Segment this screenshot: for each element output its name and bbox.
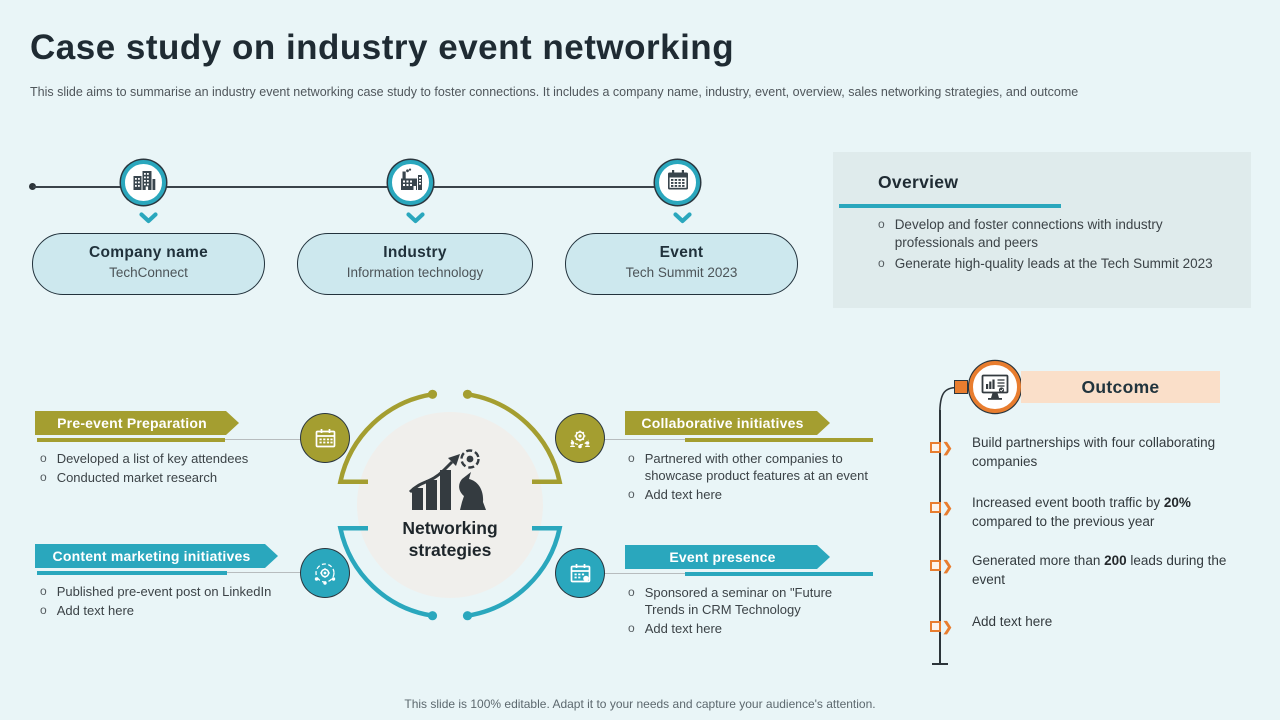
banner-underline xyxy=(37,438,225,442)
overview-bullet: Generate high-quality leads at the Tech … xyxy=(878,255,1228,273)
factory-icon xyxy=(398,167,424,198)
chevron-down-icon xyxy=(406,212,425,224)
banner-content-marketing-initiatives: Content marketing initiatives xyxy=(35,544,278,568)
timeline-card-company: Company name TechConnect xyxy=(32,233,265,295)
event-presence-bullets: Sponsored a seminar on "Future Trends in… xyxy=(628,584,863,639)
hub-label: Networking strategies xyxy=(402,518,498,560)
chevron-down-icon xyxy=(673,212,692,224)
timeline-card-industry: Industry Information technology xyxy=(297,233,533,295)
overview-heading: Overview xyxy=(878,172,959,192)
collaboration-icon xyxy=(556,414,604,462)
timeline-start-dot xyxy=(29,183,36,190)
arrow-marker-icon: ❯ xyxy=(930,559,953,572)
outcome-heading: Outcome xyxy=(1021,371,1220,403)
timeline-line xyxy=(33,186,683,188)
timeline-node-company xyxy=(121,160,166,205)
connector-line xyxy=(604,439,685,440)
calendar-icon xyxy=(665,167,691,198)
connector-line xyxy=(225,439,303,440)
banner-underline xyxy=(685,438,873,442)
content-marketing-bullets: Published pre-event post on LinkedIn Add… xyxy=(40,583,330,621)
building-icon xyxy=(131,167,157,198)
banner-underline xyxy=(685,572,873,576)
outcome-connector xyxy=(954,380,968,394)
timeline-node-industry xyxy=(388,160,433,205)
report-monitor-icon xyxy=(969,361,1021,413)
growth-strategy-icon xyxy=(404,446,496,517)
card-value: Tech Summit 2023 xyxy=(625,265,738,280)
overview-panel: Overview Develop and foster connections … xyxy=(833,152,1251,308)
timeline-card-event: Event Tech Summit 2023 xyxy=(565,233,798,295)
page-title: Case study on industry event networking xyxy=(30,28,735,67)
outcome-item: Build partnerships with four collaborati… xyxy=(972,435,1216,469)
card-value: Information technology xyxy=(346,265,484,280)
page-subtitle: This slide aims to summarise an industry… xyxy=(30,85,1079,99)
chevron-down-icon xyxy=(139,212,158,224)
arrow-marker-icon: ❯ xyxy=(930,441,953,454)
outcome-line xyxy=(939,410,941,664)
arrow-marker-icon: ❯ xyxy=(930,620,953,633)
card-label: Company name xyxy=(88,244,209,261)
banner-collaborative-initiatives: Collaborative initiatives xyxy=(625,411,830,435)
outcome-item: Generated more than 200 leads during the… xyxy=(972,553,1227,587)
outcome-item: Increased event booth traffic by 20% com… xyxy=(972,495,1191,529)
outcome-item: Add text here xyxy=(972,614,1053,629)
banner-pre-event-preparation: Pre-event Preparation xyxy=(35,411,239,435)
banner-event-presence: Event presence xyxy=(625,545,830,569)
outcome-line-cap xyxy=(932,663,948,665)
event-calendar-icon xyxy=(556,549,604,597)
overview-underline xyxy=(839,204,1061,208)
collaborative-bullets: Partnered with other companies to showca… xyxy=(628,450,886,505)
footer-note: This slide is 100% editable. Adapt it to… xyxy=(404,697,876,711)
card-label: Event xyxy=(659,244,704,261)
connector-line xyxy=(604,573,685,574)
pre-event-bullets: Developed a list of key attendees Conduc… xyxy=(40,450,330,488)
timeline-node-event xyxy=(655,160,700,205)
overview-bullet: Develop and foster connections with indu… xyxy=(878,216,1228,252)
connector-line xyxy=(227,572,303,573)
card-value: TechConnect xyxy=(109,265,188,280)
banner-underline xyxy=(37,571,227,575)
arrow-marker-icon: ❯ xyxy=(930,501,953,514)
networking-strategies-hub: Networking strategies xyxy=(357,412,543,598)
card-label: Industry xyxy=(383,244,447,261)
